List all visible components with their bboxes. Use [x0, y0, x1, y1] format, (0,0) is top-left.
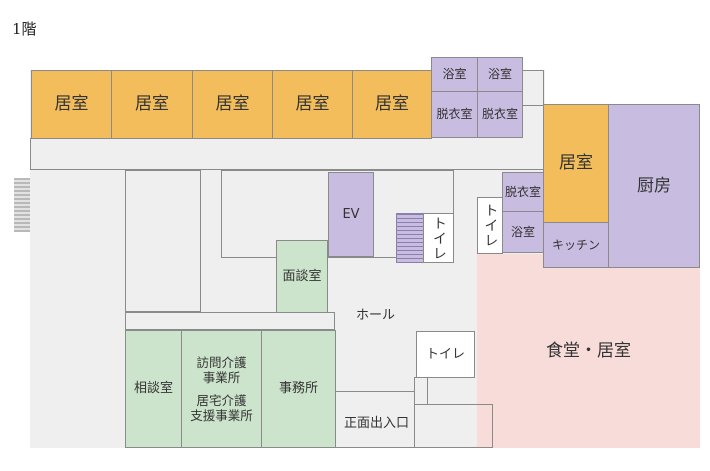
office: 事務所 [261, 330, 336, 448]
toilet: トイレ [477, 197, 503, 254]
toilet-label: トイレ [430, 215, 447, 261]
consultation-room: 相談室 [125, 330, 182, 448]
resident-room-label: 居室 [135, 94, 169, 115]
interview-room-label: 面談室 [282, 268, 322, 284]
elevator: EV [328, 172, 374, 257]
kitchenette-label: キッチン [551, 237, 600, 252]
dining-room: 食堂・居室 [477, 254, 700, 448]
consultation-room-label: 相談室 [133, 381, 173, 397]
resident-room-label: 居室 [559, 153, 593, 174]
care-offices: 訪問介護 事業所 居宅介護 支援事業所 [181, 330, 262, 448]
kitchen: 厨房 [608, 104, 700, 268]
resident-room-label: 居室 [215, 94, 250, 115]
resident-room: 居室 [192, 70, 273, 139]
vestibule-wall [414, 404, 493, 448]
corridor-wall-left [30, 138, 544, 170]
toilet-label: トイレ [482, 203, 499, 248]
vent-grille [14, 178, 30, 232]
hall-label: ホール [356, 308, 396, 323]
dining-room-label: 食堂・居室 [546, 340, 631, 361]
staircase [396, 213, 424, 263]
office-label: 事務所 [278, 381, 318, 397]
changing-room-label: 脱衣室 [504, 184, 541, 199]
corridor-wall-storage [125, 170, 201, 312]
toilet: トイレ [423, 213, 454, 263]
home-care-support-office-label: 居宅介護 支援事業所 [190, 393, 253, 423]
bathroom-label: 浴室 [442, 67, 467, 82]
floor-label: 1階 [12, 20, 37, 38]
resident-room: 居室 [111, 70, 193, 139]
resident-room-label: 居室 [295, 94, 330, 115]
resident-room: 居室 [352, 70, 432, 139]
toilet-corridor-wall [414, 377, 428, 405]
resident-room-label: 居室 [54, 94, 89, 115]
resident-room: 居室 [543, 104, 609, 223]
resident-room-label: 居室 [375, 94, 409, 115]
toilet: トイレ [416, 331, 475, 378]
wall-right-notch [522, 70, 544, 106]
care-offices-labels: 訪問介護 事業所 居宅介護 支援事業所 [190, 355, 253, 423]
changing-room: 脱衣室 [477, 91, 523, 138]
changing-room-label: 脱衣室 [481, 107, 518, 122]
changing-room-label: 脱衣室 [436, 107, 473, 122]
main-entrance-label: 正面出入口 [344, 416, 410, 431]
bathroom: 浴室 [431, 57, 478, 92]
elevator-label: EV [342, 206, 360, 222]
home-visit-care-office-label: 訪問介護 事業所 [196, 355, 247, 385]
resident-room: 居室 [31, 70, 112, 139]
bathroom-label: 浴室 [510, 224, 535, 239]
bathroom: 浴室 [477, 57, 523, 92]
wall-lower-band [125, 312, 335, 330]
kitchen-label: 厨房 [637, 175, 671, 196]
toilet-label: トイレ [425, 346, 465, 362]
bathroom: 浴室 [502, 211, 544, 253]
resident-room: 居室 [272, 70, 353, 139]
interview-room: 面談室 [276, 240, 328, 313]
changing-room: 脱衣室 [502, 172, 544, 212]
changing-room: 脱衣室 [431, 91, 478, 138]
bathroom-label: 浴室 [487, 67, 512, 82]
kitchenette: キッチン [543, 222, 609, 268]
